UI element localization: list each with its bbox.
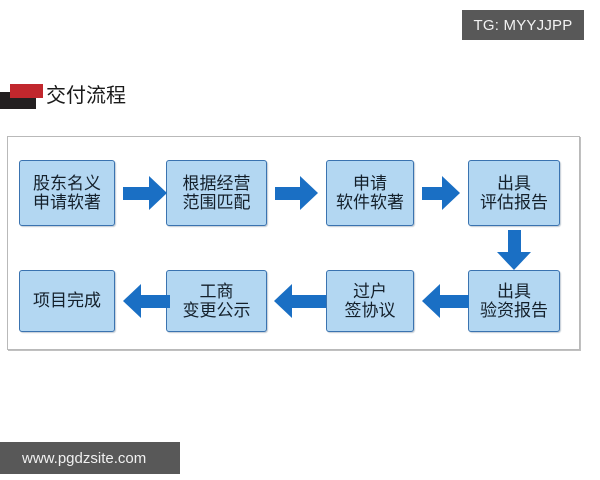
flow-node-n7[interactable]: 工商 变更公示: [166, 270, 267, 332]
flow-node-n3-line2: 软件软著: [336, 193, 404, 212]
flow-connector-c3-arrowhead: [442, 176, 460, 210]
flow-connector-c4-arrowhead: [497, 252, 531, 270]
flow-connector-c5-shaft: [440, 294, 469, 308]
flow-node-n6-line2: 签协议: [344, 301, 396, 320]
tg-watermark-badge: TG: MYYJJPP: [462, 10, 584, 40]
flow-node-n6-line1: 过户: [353, 281, 387, 301]
flow-node-n3-line1: 申请: [353, 173, 387, 193]
flow-node-n4-line1: 出具: [497, 173, 531, 193]
flow-connector-c7: [123, 284, 170, 318]
page-title: 交付流程: [46, 85, 126, 107]
flow-node-n6[interactable]: 过户 签协议: [326, 270, 414, 332]
flow-node-n5-line2: 验资报告: [480, 301, 548, 320]
flow-node-n1[interactable]: 股东名义 申请软著: [19, 160, 115, 226]
flow-node-n5-line1: 出具: [497, 281, 531, 301]
red-black-bar-icon: [0, 83, 46, 109]
flow-node-n1-line1: 股东名义: [33, 173, 101, 193]
flow-connector-c4-shaft: [507, 230, 521, 252]
flow-node-n1-line2: 申请软著: [33, 193, 101, 212]
flowchart-container: 股东名义 申请软著 根据经营 范围匹配 申请 软件软著 出具 评估报告 项目完成…: [7, 136, 580, 350]
flow-node-n4-line2: 评估报告: [480, 193, 548, 212]
flow-connector-c3-shaft: [422, 186, 442, 200]
section-heading: 交付流程: [0, 82, 126, 110]
flow-connector-c1-arrowhead: [149, 176, 167, 210]
flow-node-n5[interactable]: 出具 验资报告: [468, 270, 560, 332]
flow-node-n8-line1: 项目完成: [33, 291, 101, 311]
flow-node-n2-line1: 根据经营: [182, 173, 251, 193]
flow-node-n3[interactable]: 申请 软件软著: [326, 160, 414, 226]
flow-connector-c1-shaft: [123, 186, 149, 200]
flow-node-n2[interactable]: 根据经营 范围匹配: [166, 160, 267, 226]
flow-connector-c5: [422, 284, 469, 318]
flow-connector-c5-arrowhead: [422, 284, 440, 318]
flow-connector-c2: [275, 176, 318, 210]
flow-connector-c6-shaft: [292, 294, 326, 308]
flow-connector-c2-shaft: [275, 186, 300, 200]
flow-node-n7-line2: 变更公示: [182, 301, 251, 320]
flow-connector-c6: [274, 284, 326, 318]
flow-connector-c6-arrowhead: [274, 284, 292, 318]
url-watermark-badge: www.pgdzsite.com: [0, 442, 180, 474]
flow-node-n2-line2: 范围匹配: [182, 193, 251, 212]
flow-connector-c7-arrowhead: [123, 284, 141, 318]
flow-connector-c2-arrowhead: [300, 176, 318, 210]
flow-connector-c1: [123, 176, 167, 210]
flow-node-n4[interactable]: 出具 评估报告: [468, 160, 560, 226]
flow-connector-c3: [422, 176, 460, 210]
flow-connector-c7-shaft: [141, 294, 170, 308]
flow-node-n8[interactable]: 项目完成: [19, 270, 115, 332]
heading-icon-red-bar: [10, 84, 43, 98]
flow-connector-c4: [497, 230, 531, 270]
flow-node-n7-line1: 工商: [199, 281, 234, 301]
